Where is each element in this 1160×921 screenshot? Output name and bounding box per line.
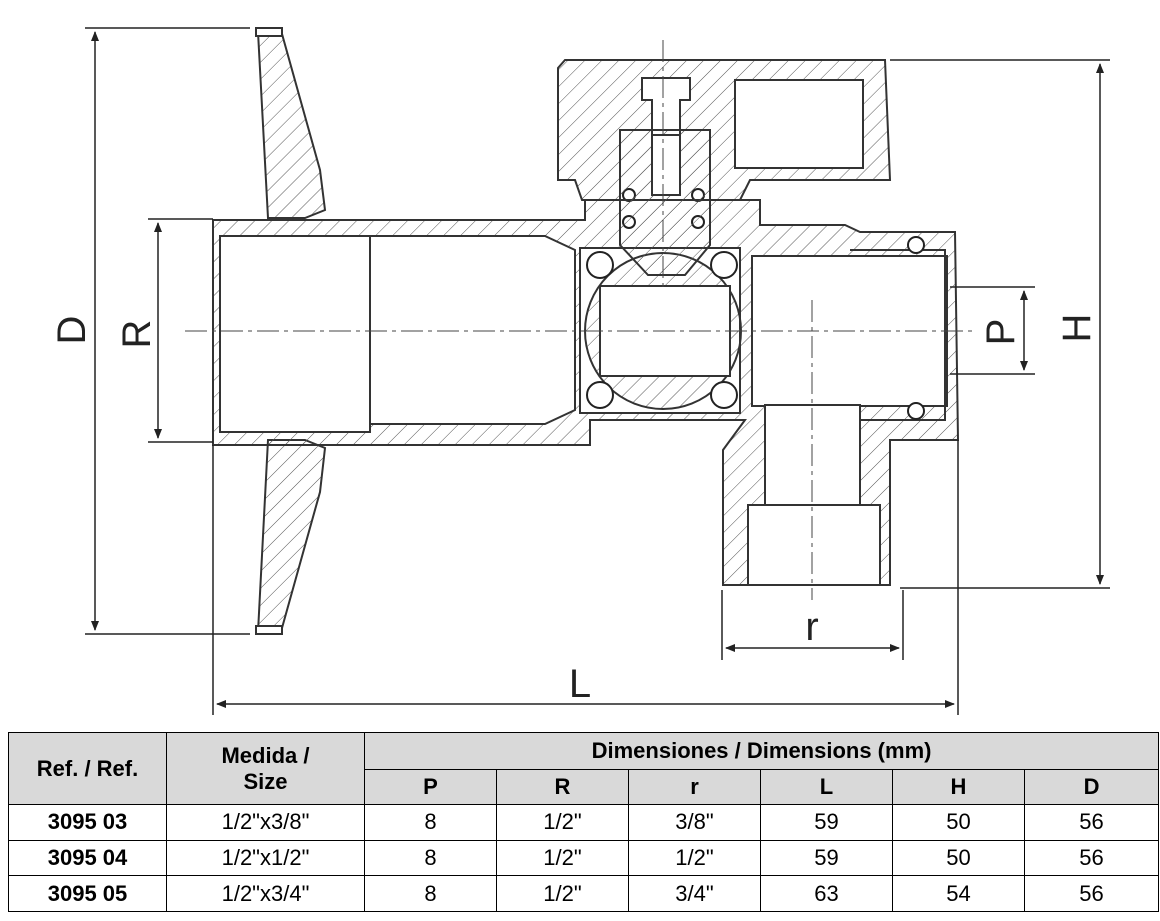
header-col-P: P	[364, 769, 497, 805]
cell-L: 63	[760, 875, 893, 912]
table-row: 3095 05 1/2"x3/4" 8 1/2" 3/4" 63 54 56	[8, 875, 1160, 912]
valve-body	[212, 199, 960, 586]
table-row: 3095 04 1/2"x1/2" 8 1/2" 1/2" 59 50 56	[8, 839, 1160, 877]
cell-H: 50	[892, 804, 1025, 841]
header-size: Medida / Size	[166, 732, 365, 805]
cell-r: 1/2"	[628, 839, 761, 877]
cell-D: 56	[1023, 839, 1160, 877]
cell-size: 1/2"x3/4"	[166, 875, 365, 912]
cell-P: 8	[364, 839, 497, 877]
header-size-line1: Medida /	[221, 742, 310, 768]
dim-label-r: r	[805, 605, 818, 649]
cell-P: 8	[364, 875, 497, 912]
cell-R: 1/2"	[496, 839, 629, 877]
cell-P: 8	[364, 804, 497, 841]
cell-L: 59	[760, 839, 893, 877]
dim-label-R: R	[115, 320, 159, 349]
cell-size: 1/2"x3/8"	[166, 804, 365, 841]
cell-D: 56	[1023, 804, 1160, 841]
cell-L: 59	[760, 804, 893, 841]
cell-ref: 3095 03	[8, 804, 167, 841]
header-dimensions: Dimensiones / Dimensions (mm)	[363, 732, 1160, 770]
header-col-L: L	[760, 769, 893, 805]
cell-ref: 3095 04	[8, 839, 167, 877]
header-col-D: D	[1023, 769, 1160, 805]
cell-H: 54	[892, 875, 1025, 912]
cell-R: 1/2"	[496, 804, 629, 841]
dim-label-D: D	[50, 316, 94, 345]
header-col-r: r	[628, 769, 761, 805]
dim-label-H: H	[1055, 314, 1099, 343]
cell-D: 56	[1023, 875, 1160, 912]
header-ref: Ref. / Ref.	[8, 732, 167, 805]
dim-label-L: L	[569, 662, 591, 706]
dim-label-P: P	[979, 319, 1023, 346]
valve-handle	[557, 59, 892, 276]
cell-size: 1/2"x1/2"	[166, 839, 365, 877]
table-row: 3095 03 1/2"x3/8" 8 1/2" 3/8" 59 50 56	[8, 804, 1160, 841]
centerlines	[185, 40, 975, 600]
dimension-lines	[85, 27, 1110, 715]
cell-r: 3/4"	[628, 875, 761, 912]
cell-r: 3/8"	[628, 804, 761, 841]
cell-H: 50	[892, 839, 1025, 877]
cell-ref: 3095 05	[8, 875, 167, 912]
dimensions-table: Ref. / Ref. Medida / Size Dimensiones / …	[8, 732, 1160, 912]
valve-section-drawing: D R P H r L	[50, 27, 1110, 715]
header-col-H: H	[892, 769, 1025, 805]
header-size-line2: Size	[243, 768, 288, 794]
cell-R: 1/2"	[496, 875, 629, 912]
header-col-R: R	[496, 769, 629, 805]
